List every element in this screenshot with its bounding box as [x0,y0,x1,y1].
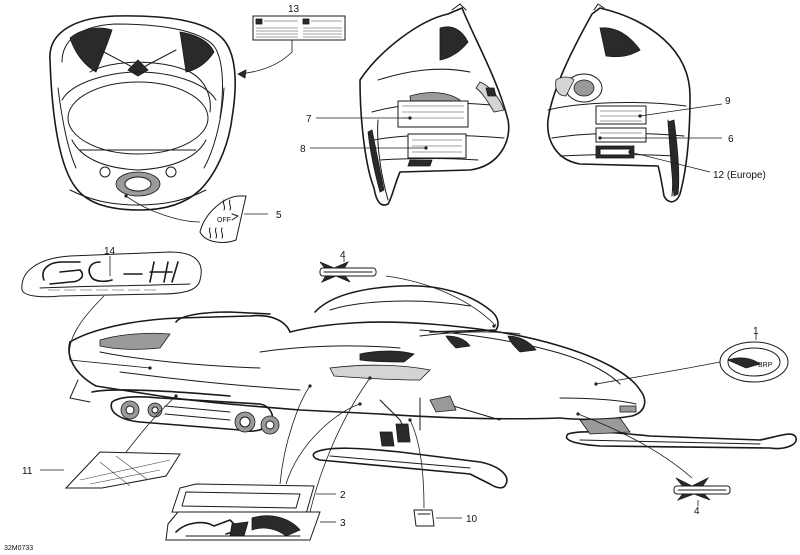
callout-13: 13 [288,4,300,15]
callout-11: 11 [22,466,33,477]
callout-14: 14 [104,246,116,257]
small-decal [413,509,435,527]
snowmobile-body [68,284,797,489]
callout-12-europe: 12 (Europe) [713,170,766,181]
skidoo-x-logo-decal-bottom [673,476,731,501]
callout-4-top: 4 [340,250,346,261]
side-triangle-decal [64,451,181,489]
callout-7: 7 [306,114,312,125]
heat-switch-off-label: OFF [217,217,231,224]
warning-decal [252,15,346,41]
skidoo-x-logo-decal-top [319,261,377,283]
callout-5: 5 [276,210,282,221]
sc4-emblem-decal [21,251,202,298]
callout-6: 6 [728,134,734,145]
brp-round-badge-decal: BRP [719,341,789,383]
diagram-code: 32M0733 [4,545,33,552]
callout-9: 9 [725,96,731,107]
hood-front-view [49,15,236,211]
rectangular-decal [171,483,315,515]
leader-lines [40,40,757,523]
right-side-panel [546,3,691,203]
callout-2: 2 [340,490,346,501]
callout-10: 10 [466,514,478,525]
callout-4-bottom: 4 [694,506,700,517]
skidoo-graphic-decal [165,511,321,541]
callout-labels: 13 5 7 8 9 6 12 (Europe) 14 4 1 11 2 3 1… [4,4,766,552]
callout-3: 3 [340,518,346,529]
left-side-panel [359,3,510,206]
heat-switch-decal: OFF [199,195,247,243]
callout-1: 1 [753,326,759,337]
callout-8: 8 [300,144,306,155]
brp-badge-label: BRP [758,362,773,369]
